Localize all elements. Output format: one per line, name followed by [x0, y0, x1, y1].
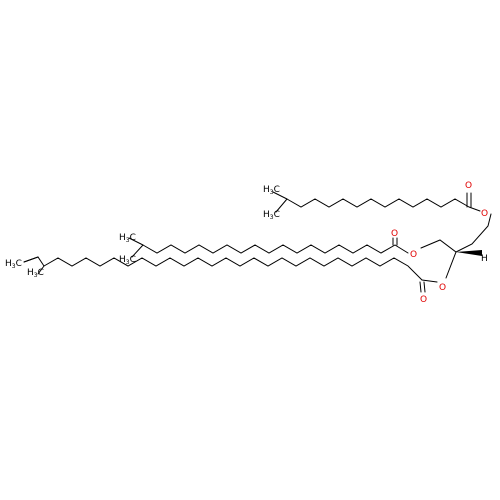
middle-methyl-label-1: H3C	[119, 233, 136, 244]
middle-branch-bond-a	[128, 237, 144, 246]
stereo-hydrogen: H	[481, 254, 488, 264]
upper-carbonyl-oxygen: O	[465, 181, 472, 191]
upper-acyl-chain	[272, 191, 481, 213]
lower-ethyl-bond	[23, 256, 39, 263]
middle-acyl-chain	[128, 237, 409, 258]
lower-methyl-label-2: H3C	[27, 268, 44, 279]
lower-carbonyl-oxygen: O	[420, 295, 427, 305]
stereo-wedge	[456, 250, 482, 256]
backbone-lower-o-bond	[445, 251, 457, 279]
backbone-bonds	[420, 213, 492, 253]
middle-ester-oxygen: O	[410, 250, 417, 260]
lower-chain-bonds	[23, 256, 423, 281]
middle-chain-bonds	[142, 244, 396, 254]
lower-methyl-label-1: H3C	[5, 259, 22, 270]
upper-chain-bonds	[286, 198, 470, 208]
upper-branch-bond-b	[275, 198, 288, 213]
middle-branch-bond-b	[131, 244, 144, 258]
lower-branch-bond	[37, 265, 45, 275]
glycerol-backbone	[420, 213, 492, 279]
upper-methyl-label-2: H3C	[263, 210, 280, 221]
lower-ester-bond	[421, 279, 438, 283]
middle-methyl-label-2: H3C	[119, 255, 136, 266]
upper-ester-bond	[468, 206, 481, 212]
middle-ester-bond	[394, 244, 409, 254]
upper-ester-oxygen: O	[481, 209, 488, 219]
middle-carbonyl-oxygen: O	[391, 229, 398, 239]
lower-carbonyl-bond-a	[419, 281, 422, 293]
upper-methyl-label-1: H3C	[263, 185, 280, 196]
lower-ester-oxygen: O	[439, 283, 446, 293]
upper-branch-bond-a	[272, 191, 288, 200]
lower-carbonyl-bond-b	[423, 281, 426, 293]
lower-acyl-chain	[23, 256, 438, 293]
